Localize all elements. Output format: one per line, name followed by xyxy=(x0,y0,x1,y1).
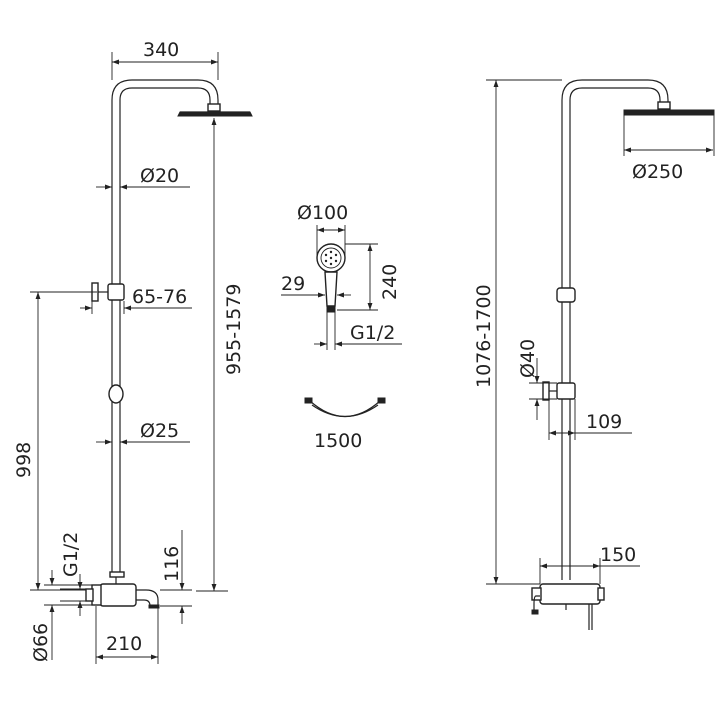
label-hand-shower-height: 240 xyxy=(379,264,401,300)
dimension-hand-shower-diameter: Ø100 xyxy=(297,202,348,258)
dimension-bracket-range: 65-76 xyxy=(80,286,192,314)
label-inlet-thread-left: G1/2 xyxy=(60,532,82,577)
left-shower-column xyxy=(85,79,253,609)
right-shower-column xyxy=(531,79,715,630)
dimension-spout-length: 210 xyxy=(95,606,159,664)
label-slider-depth: 109 xyxy=(586,411,622,433)
label-inlet-spacing: 150 xyxy=(600,544,636,566)
dimension-slider-depth: 109 xyxy=(548,399,632,440)
label-overall-height-right: 1076-1700 xyxy=(473,284,495,388)
dimension-rail-width: 340 xyxy=(111,39,219,80)
label-spout-length: 210 xyxy=(106,633,142,655)
dimension-overall-height-right: 1076-1700 xyxy=(473,79,562,585)
dimension-inlet-thread-left: G1/2 xyxy=(60,532,86,616)
label-height-998: 998 xyxy=(13,442,35,478)
dimension-handle-diameter: 29 xyxy=(281,273,351,298)
dimension-inlet-spacing: 150 xyxy=(539,544,640,584)
label-flange-diameter: Ø66 xyxy=(30,623,52,662)
shower-hose: 1500 xyxy=(304,397,386,452)
label-hand-shower-thread: G1/2 xyxy=(350,322,395,344)
dimension-flange-diameter: Ø66 xyxy=(30,570,92,662)
dimension-slider-diameter: Ø40 xyxy=(517,339,557,420)
label-mixer-height: 116 xyxy=(161,546,183,582)
label-rail-width: 340 xyxy=(143,39,179,61)
label-pipe-diameter-bottom: Ø25 xyxy=(140,420,179,442)
label-overall-height-left: 955-1579 xyxy=(223,284,245,375)
dimension-pipe-diameter-top: Ø20 xyxy=(96,165,190,190)
dimension-head-diameter: Ø250 xyxy=(623,115,715,183)
dimension-height-998: 998 xyxy=(13,291,97,591)
dimension-hand-shower-height: 240 xyxy=(337,243,401,311)
label-handle-diameter: 29 xyxy=(281,273,305,295)
dimension-mixer-height: 116 xyxy=(160,530,192,624)
dimension-pipe-diameter-bottom: Ø25 xyxy=(96,420,190,445)
dimension-hand-shower-thread: G1/2 xyxy=(314,312,402,350)
label-bracket-range: 65-76 xyxy=(132,286,187,308)
dimension-overall-height-left: 955-1579 xyxy=(196,118,245,592)
label-hand-shower-diameter: Ø100 xyxy=(297,202,348,224)
label-hose-length: 1500 xyxy=(314,430,362,452)
label-head-diameter: Ø250 xyxy=(632,161,683,183)
label-pipe-diameter-top: Ø20 xyxy=(140,165,179,187)
hand-shower xyxy=(316,243,346,313)
label-slider-diameter: Ø40 xyxy=(517,339,539,378)
